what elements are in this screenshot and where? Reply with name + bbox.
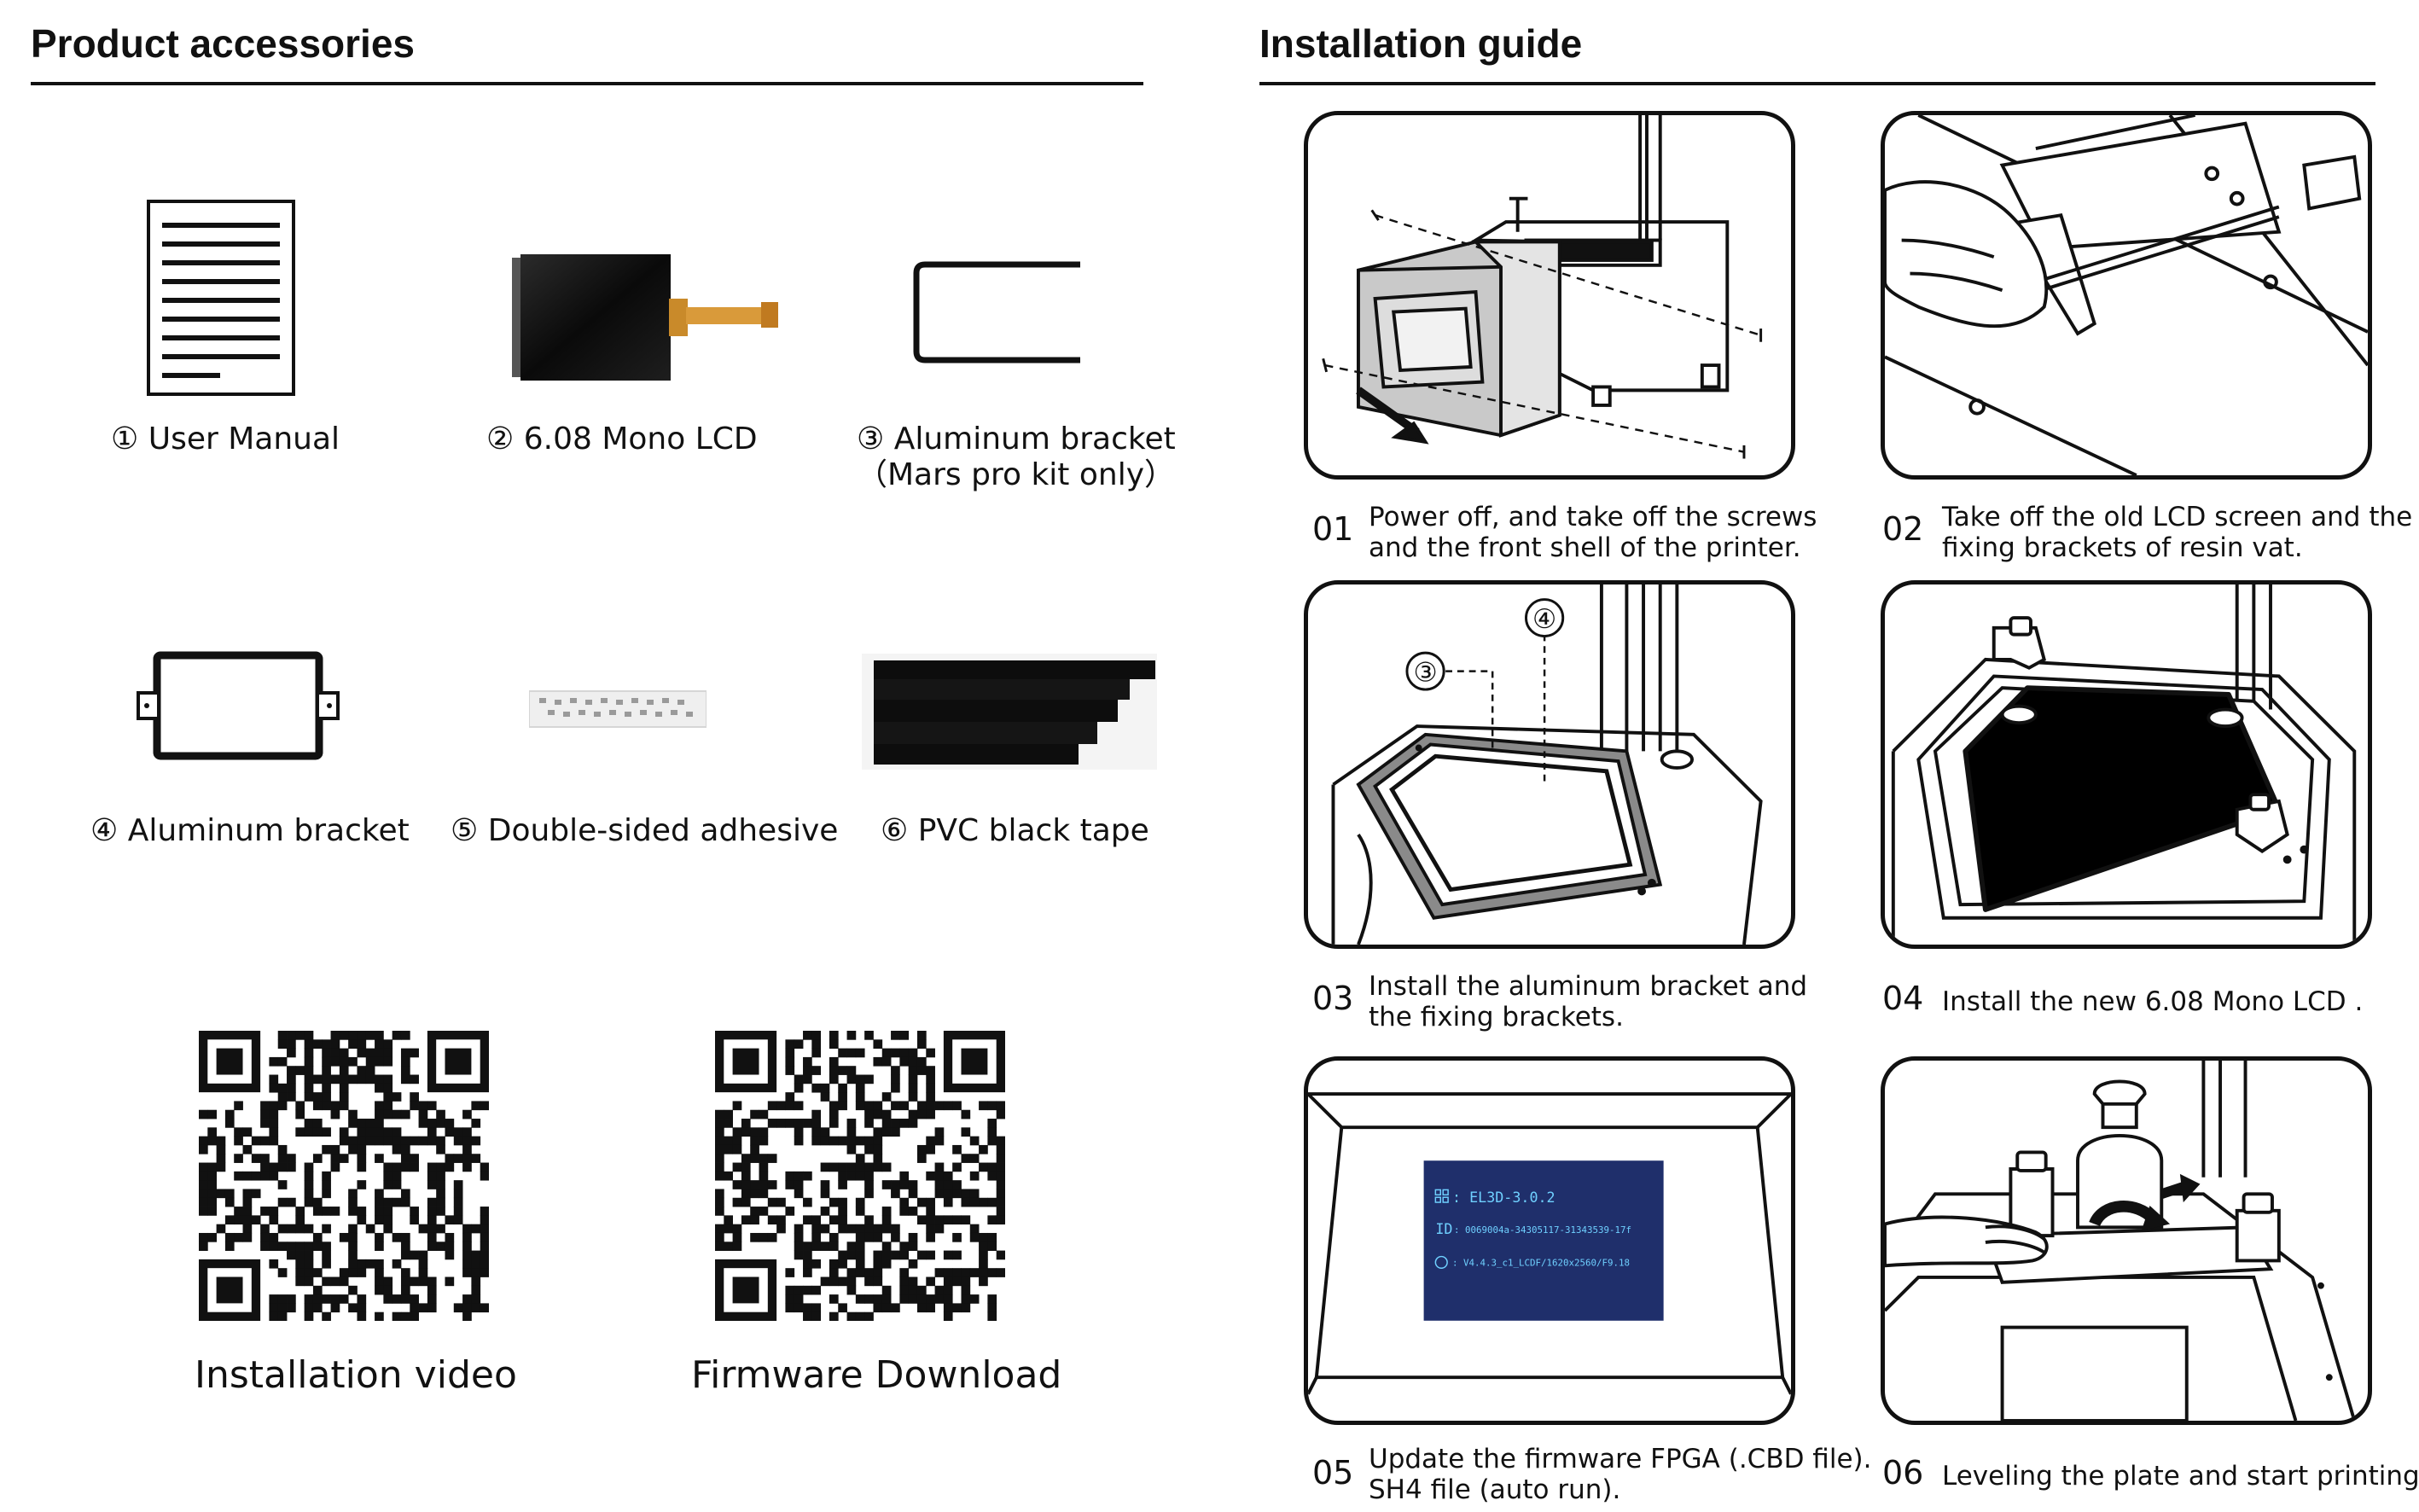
lcd-line-3: : V4.4.3_c1_LCDF/1620x2560/F9.18 (1452, 1257, 1630, 1268)
accessory-label-frame-bracket: ④ Aluminum bracket (90, 813, 410, 848)
lcd-icon (510, 254, 782, 381)
qr-installation-video[interactable] (199, 1031, 489, 1321)
accessory-note-u-bracket: （Mars pro kit only） (857, 457, 1176, 492)
qr-code-image (715, 1031, 1005, 1321)
accessory-label-lcd: ② 6.08 Mono LCD (486, 422, 758, 457)
accessories-rule (31, 82, 1143, 85)
accessory-label-adhesive: ⑤ Double-sided adhesive (451, 813, 839, 848)
step-06-number: 06 (1882, 1454, 1924, 1492)
step-04-text-line1: Install the new 6.08 Mono LCD . (1942, 986, 2364, 1017)
step-01-text-line1: Power off, and take off the screws (1369, 502, 1817, 532)
callout-three: ③ (1413, 657, 1437, 688)
step-01-text-line2: and the front shell of the printer. (1369, 532, 1801, 563)
lcd-line-2-prefix: ID (1435, 1221, 1452, 1237)
u-bracket-icon (913, 261, 1084, 363)
step-02-number: 02 (1882, 510, 1924, 548)
step-02-text-line2: fixing brackets of resin vat. (1942, 532, 2303, 563)
tape-icon (862, 654, 1157, 770)
qr-code-image (199, 1031, 489, 1321)
frame-bracket-icon (133, 648, 343, 763)
step-01-number: 01 (1312, 510, 1354, 548)
manual-icon (147, 200, 295, 396)
step-02-illustration (1881, 111, 2372, 480)
lcd-line-1: : EL3D-3.0.2 (1452, 1189, 1555, 1206)
qr-label-installation-video: Installation video (195, 1353, 517, 1397)
callout-four: ④ (1532, 604, 1556, 635)
accessory-label-u-bracket: ③ Aluminum bracket (857, 422, 1176, 457)
accessory-label-manual: ① User Manual (111, 422, 340, 457)
step-05-text-line2: SH4 file (auto run). (1369, 1474, 1621, 1505)
lcd-line-2: : 0069004a-34305117-31343539-17f (1454, 1224, 1631, 1236)
guide-rule (1259, 82, 2375, 85)
qr-firmware-download[interactable] (715, 1031, 1005, 1321)
step-05-number: 05 (1312, 1454, 1354, 1492)
step-03-text-line1: Install the aluminum bracket and (1369, 971, 1808, 1002)
accessory-label-tape: ⑥ PVC black tape (881, 813, 1149, 848)
info-icon (1434, 1255, 1448, 1269)
step-05-text-line1: Update the firmware FPGA (.CBD file). (1369, 1444, 1872, 1474)
adhesive-icon (528, 688, 707, 730)
accessories-title: Product accessories (31, 21, 416, 66)
step-03-illustration: ④ ③ (1304, 580, 1795, 949)
step-03-number: 03 (1312, 980, 1354, 1017)
step-04-number: 04 (1882, 980, 1924, 1017)
step-03-text-line2: the fixing brackets. (1369, 1002, 1624, 1032)
step-02-text-line1: Take off the old LCD screen and the (1942, 502, 2413, 532)
step-01-illustration (1304, 111, 1795, 480)
lcd-screen (1423, 1160, 1664, 1321)
step-06-text-line1: Leveling the plate and start printing! (1942, 1461, 2419, 1492)
step-05-illustration: : EL3D-3.0.2 ID : 0069004a-34305117-3134… (1304, 1056, 1795, 1425)
step-06-illustration (1881, 1056, 2372, 1425)
step-04-illustration (1881, 580, 2372, 949)
qr-label-firmware-download: Firmware Download (691, 1353, 1062, 1397)
guide-title: Installation guide (1259, 21, 1583, 66)
